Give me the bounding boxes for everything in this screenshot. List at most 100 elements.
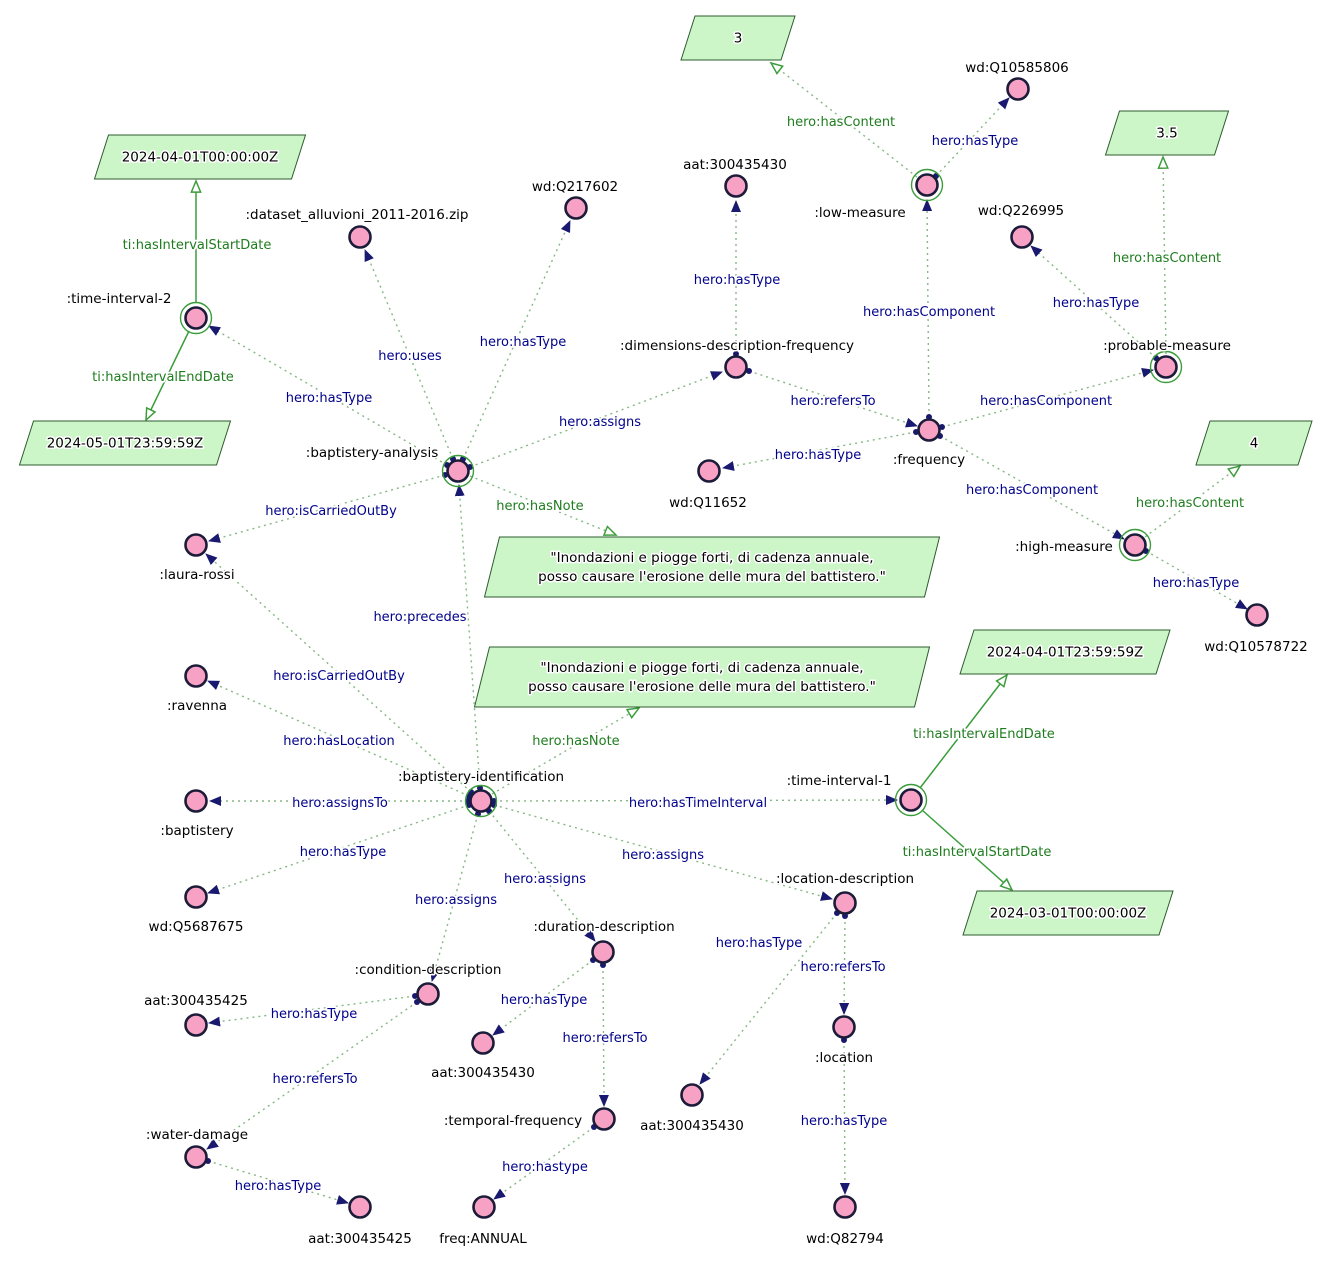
edge-hero-hastype-4 [1030, 245, 1157, 359]
edge-label-hero-hascontent-5: hero:hasContent [1113, 251, 1221, 266]
node-label-water-damage: :water-damage [146, 1127, 248, 1143]
node-label-aat-300435430-a: aat:300435430 [683, 157, 787, 173]
edge-label-ti-hasintervalstartdate-9: ti:hasIntervalStartDate [123, 238, 272, 253]
edge-label-ti-hasintervalenddate-10: ti:hasIntervalEndDate [92, 370, 234, 385]
node-label-aat-300435425-a: aat:300435425 [144, 993, 248, 1009]
node-label-laura-rossi: :laura-rossi [159, 567, 234, 583]
literal-content-4 [1195, 420, 1313, 466]
node-low-measure [915, 173, 939, 197]
node-label-time-interval-1: :time-interval-1 [787, 773, 892, 789]
node-ring-baptistery-identification [464, 784, 498, 818]
node-ring-time-interval-1 [894, 783, 928, 817]
node-label-baptistery: :baptistery [160, 823, 233, 839]
literal-text-note-analysis: "Inondazioni e piogge forti, di cadenza … [550, 550, 873, 566]
edge-label-hero-precedes-20: hero:precedes [373, 610, 466, 625]
edge-ti-hasintervalenddate-27 [919, 673, 1009, 789]
edge-label-hero-refersto-39: hero:refersTo [272, 1072, 357, 1087]
literal-text-interval1-start: 2024-03-01T00:00:00Z [990, 906, 1147, 922]
node-laura-rossi [184, 533, 208, 557]
node-label-high-measure: :high-measure [1015, 539, 1113, 555]
literal-text-note-analysis: posso causare l'erosione delle mura del … [538, 569, 886, 585]
literal-text-note-identification: "Inondazioni e piogge forti, di cadenza … [540, 660, 863, 676]
edge-label-hero-hastype-17: hero:hasType [1153, 576, 1239, 591]
node-label-baptistery-identification: :baptistery-identification [398, 769, 564, 785]
node-label-baptistery-analysis: :baptistery-analysis [306, 445, 438, 461]
edge-label-hero-hastype-1: hero:hasType [932, 134, 1018, 149]
node-label-dimensions-description-frequency: :dimensions-description-frequency [620, 338, 854, 354]
node-wd-q82794 [833, 1195, 857, 1219]
literal-note-analysis [483, 536, 941, 598]
edge-hero-assigns-31 [430, 813, 479, 982]
edge-label-hero-iscarriedoutby-21: hero:isCarriedOutBy [273, 669, 405, 684]
node-label-probable-measure: :probable-measure [1103, 338, 1231, 354]
edge-label-hero-hastype-8: hero:hasType [286, 391, 372, 406]
literal-text-interval1-end: 2024-04-01T23:59:59Z [987, 645, 1144, 661]
node-wd-q226995 [1010, 225, 1034, 249]
edge-hero-hastype-12 [462, 220, 571, 460]
node-wd-q11652 [697, 459, 721, 483]
edge-hero-hastype-25 [207, 804, 470, 895]
node-time-interval-1 [899, 788, 923, 812]
node-frequency [917, 418, 941, 442]
node-freq-annual [472, 1195, 496, 1219]
node-wd-q10585806 [1006, 77, 1030, 101]
node-label-time-interval-2: :time-interval-2 [67, 291, 172, 307]
edge-hero-hascomponent-6 [941, 368, 1154, 428]
node-label-wd-q10578722: wd:Q10578722 [1204, 639, 1308, 655]
edge-label-hero-assigns-13: hero:assigns [559, 415, 641, 430]
edge-hero-hascontent-16 [1144, 464, 1242, 538]
edge-hero-hascomponent-15 [939, 435, 1125, 540]
edge-label-hero-hastype-35: hero:hasType [501, 993, 587, 1008]
edge-label-hero-hascontent-0: hero:hasContent [787, 115, 895, 130]
node-wd-q217602 [564, 196, 588, 220]
edge-label-hero-assignsto-24: hero:assignsTo [292, 796, 388, 811]
literal-text-interval2-start: 2024-04-01T00:00:00Z [122, 150, 279, 166]
node-label-wd-q10585806: wd:Q10585806 [965, 60, 1069, 76]
node-time-interval-2 [184, 306, 208, 330]
node-label-freq-annual: freq:ANNUAL [439, 1231, 527, 1247]
edge-hero-precedes-20 [454, 484, 481, 789]
node-baptistery-analysis [446, 459, 470, 483]
edge-label-hero-hastype-37: hero:hastype [502, 1160, 588, 1175]
node-label-wd-q5687675: wd:Q5687675 [149, 919, 244, 935]
edges-layer [145, 61, 1248, 1205]
literal-text-content-4: 4 [1250, 436, 1259, 452]
edge-label-hero-refersto-7: hero:refersTo [790, 394, 875, 409]
edge-hero-hascontent-0 [769, 61, 918, 178]
literal-text-interval2-end: 2024-05-01T23:59:59Z [47, 436, 204, 452]
node-label-condition-description: :condition-description [355, 962, 502, 978]
edge-hero-uses-11 [364, 249, 454, 460]
node-ring-low-measure [910, 168, 944, 202]
node-label-wd-q82794: wd:Q82794 [806, 1231, 884, 1247]
edge-hero-hastype-32 [699, 912, 838, 1085]
node-ring-probable-measure [1149, 350, 1183, 384]
edge-hero-hastype-34 [839, 1039, 850, 1195]
edge-label-hero-refersto-36: hero:refersTo [562, 1031, 647, 1046]
node-label-ravenna: :ravenna [167, 698, 227, 714]
node-ring-high-measure [1118, 528, 1152, 562]
node-aat-300435425-a [184, 1013, 208, 1037]
edge-hero-refersto-39 [206, 1001, 418, 1150]
literal-note-identification [473, 646, 931, 708]
node-temporal-frequency [592, 1107, 616, 1131]
node-aat-300435425-b [348, 1195, 372, 1219]
node-duration-description [591, 940, 615, 964]
literal-interval2-start [93, 134, 307, 180]
labels-layer: hero:hasContent hero:hasType hero:hasCompo… [65, 59, 1309, 1249]
node-ring-time-interval-2 [179, 301, 213, 335]
node-ring-baptistery-analysis [441, 454, 475, 488]
edge-hero-hastype-14 [722, 431, 917, 471]
literal-interval1-start [962, 890, 1174, 936]
edge-hero-hastype-38 [208, 995, 416, 1027]
node-water-damage [184, 1145, 208, 1169]
edge-label-hero-hascomponent-15: hero:hasComponent [966, 483, 1098, 498]
edge-label-hero-hastype-32: hero:hasType [716, 936, 802, 951]
node-label-duration-description: :duration-description [533, 919, 674, 935]
edge-label-hero-hastype-3: hero:hasType [694, 273, 780, 288]
node-wd-q10578722 [1245, 603, 1269, 627]
node-condition-description [416, 982, 440, 1006]
edge-hero-hasnote-23 [491, 707, 641, 795]
edge-label-hero-hastype-34: hero:hasType [801, 1114, 887, 1129]
